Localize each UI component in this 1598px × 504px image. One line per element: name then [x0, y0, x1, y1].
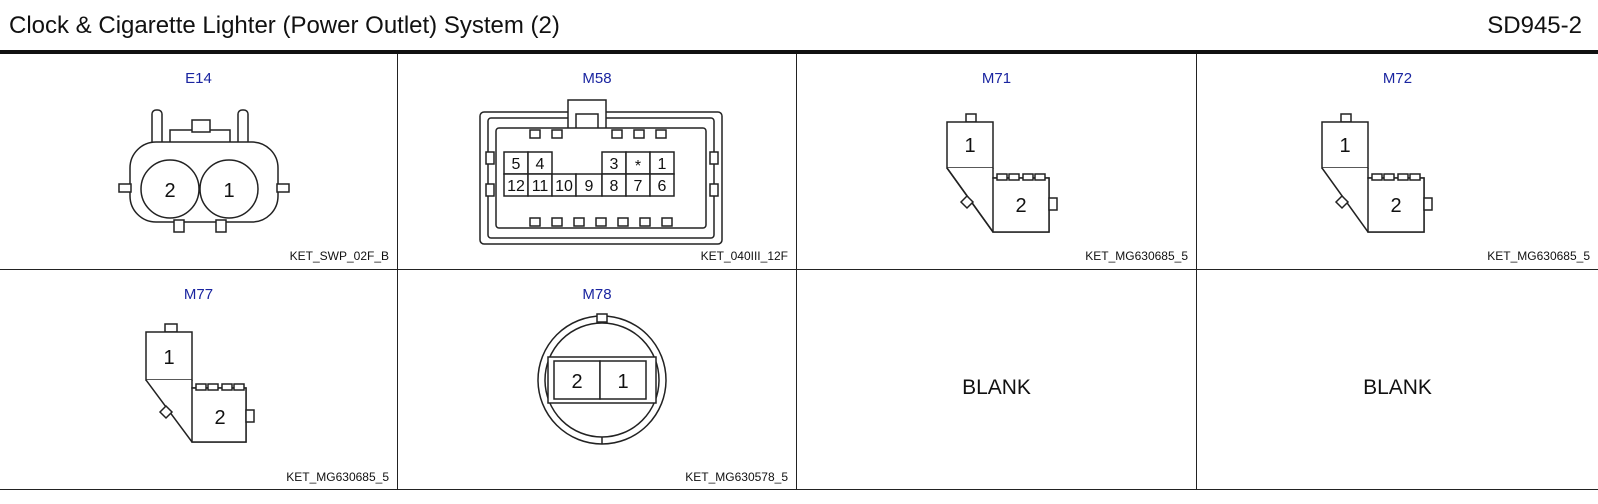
pin-2: 2	[571, 371, 582, 393]
connector-id: M77	[183, 286, 214, 303]
pin-2: 2	[1015, 195, 1026, 217]
part-number: KET_MG630685_5	[1085, 249, 1188, 263]
connector-m77-diagram: 1 2	[145, 323, 255, 443]
connector-cell-m71: M71 1 2 KET_MG630685_5	[797, 54, 1197, 270]
pin-2: 2	[1390, 195, 1401, 217]
diagram-code: SD945-2	[1487, 12, 1582, 39]
part-number: KET_MG630578_5	[685, 470, 788, 484]
connector-grid: E14 2 1 KET_SWP_02F_B M58	[0, 50, 1598, 490]
connector-e14-diagram: 2 1	[118, 109, 290, 233]
bottom-divider	[0, 489, 1598, 490]
connector-cell-m78: M78 2 1 KET_MG630578_5	[398, 270, 797, 490]
connector-id: E14	[185, 70, 212, 87]
connector-cell-m77: M77 1 2 KET_MG630685_5	[0, 270, 398, 490]
pin-1: 1	[1339, 135, 1350, 157]
pin-star: *	[635, 158, 641, 175]
part-number: KET_040III_12F	[700, 249, 788, 263]
connector-m71-diagram: 1 2	[946, 113, 1058, 233]
connector-m78-diagram: 2 1	[537, 313, 667, 445]
connector-id: M72	[1382, 70, 1413, 87]
part-number: KET_MG630685_5	[286, 470, 389, 484]
pin-1: 1	[223, 180, 234, 202]
connector-m58-diagram: 5 4 3 * 1 12 11 10 9 8 7 6	[479, 99, 723, 245]
pin-1: 1	[163, 347, 174, 369]
connector-cell-m72: M72 1 2 KET_MG630685_5	[1197, 54, 1598, 270]
pin-8: 8	[610, 178, 619, 195]
blank-cell: BLANK	[797, 270, 1197, 490]
page-title: Clock & Cigarette Lighter (Power Outlet)…	[9, 12, 560, 39]
connector-id: M71	[981, 70, 1012, 87]
pin-2: 2	[214, 407, 225, 429]
pin-1: 1	[658, 156, 667, 173]
connector-cell-e14: E14 2 1 KET_SWP_02F_B	[0, 54, 398, 270]
pin-11: 11	[532, 178, 549, 195]
pin-2: 2	[164, 180, 175, 202]
pin-4: 4	[536, 156, 545, 173]
pin-12: 12	[507, 178, 525, 195]
pin-1: 1	[964, 135, 975, 157]
page-header: Clock & Cigarette Lighter (Power Outlet)…	[0, 0, 1598, 50]
connector-cell-m58: M58	[398, 54, 797, 270]
pin-9: 9	[585, 178, 594, 195]
pin-3: 3	[610, 156, 619, 173]
connector-id: M78	[582, 286, 612, 303]
pin-1: 1	[617, 371, 628, 393]
pin-10: 10	[555, 178, 573, 195]
blank-label: BLANK	[962, 375, 1031, 399]
pin-7: 7	[634, 178, 643, 195]
part-number: KET_SWP_02F_B	[289, 249, 389, 263]
blank-label: BLANK	[1363, 375, 1432, 399]
pin-6: 6	[658, 178, 667, 195]
connector-id: M58	[582, 70, 612, 87]
pin-5: 5	[512, 156, 521, 173]
blank-cell: BLANK	[1197, 270, 1598, 490]
connector-m72-diagram: 1 2	[1321, 113, 1433, 233]
part-number: KET_MG630685_5	[1487, 249, 1590, 263]
